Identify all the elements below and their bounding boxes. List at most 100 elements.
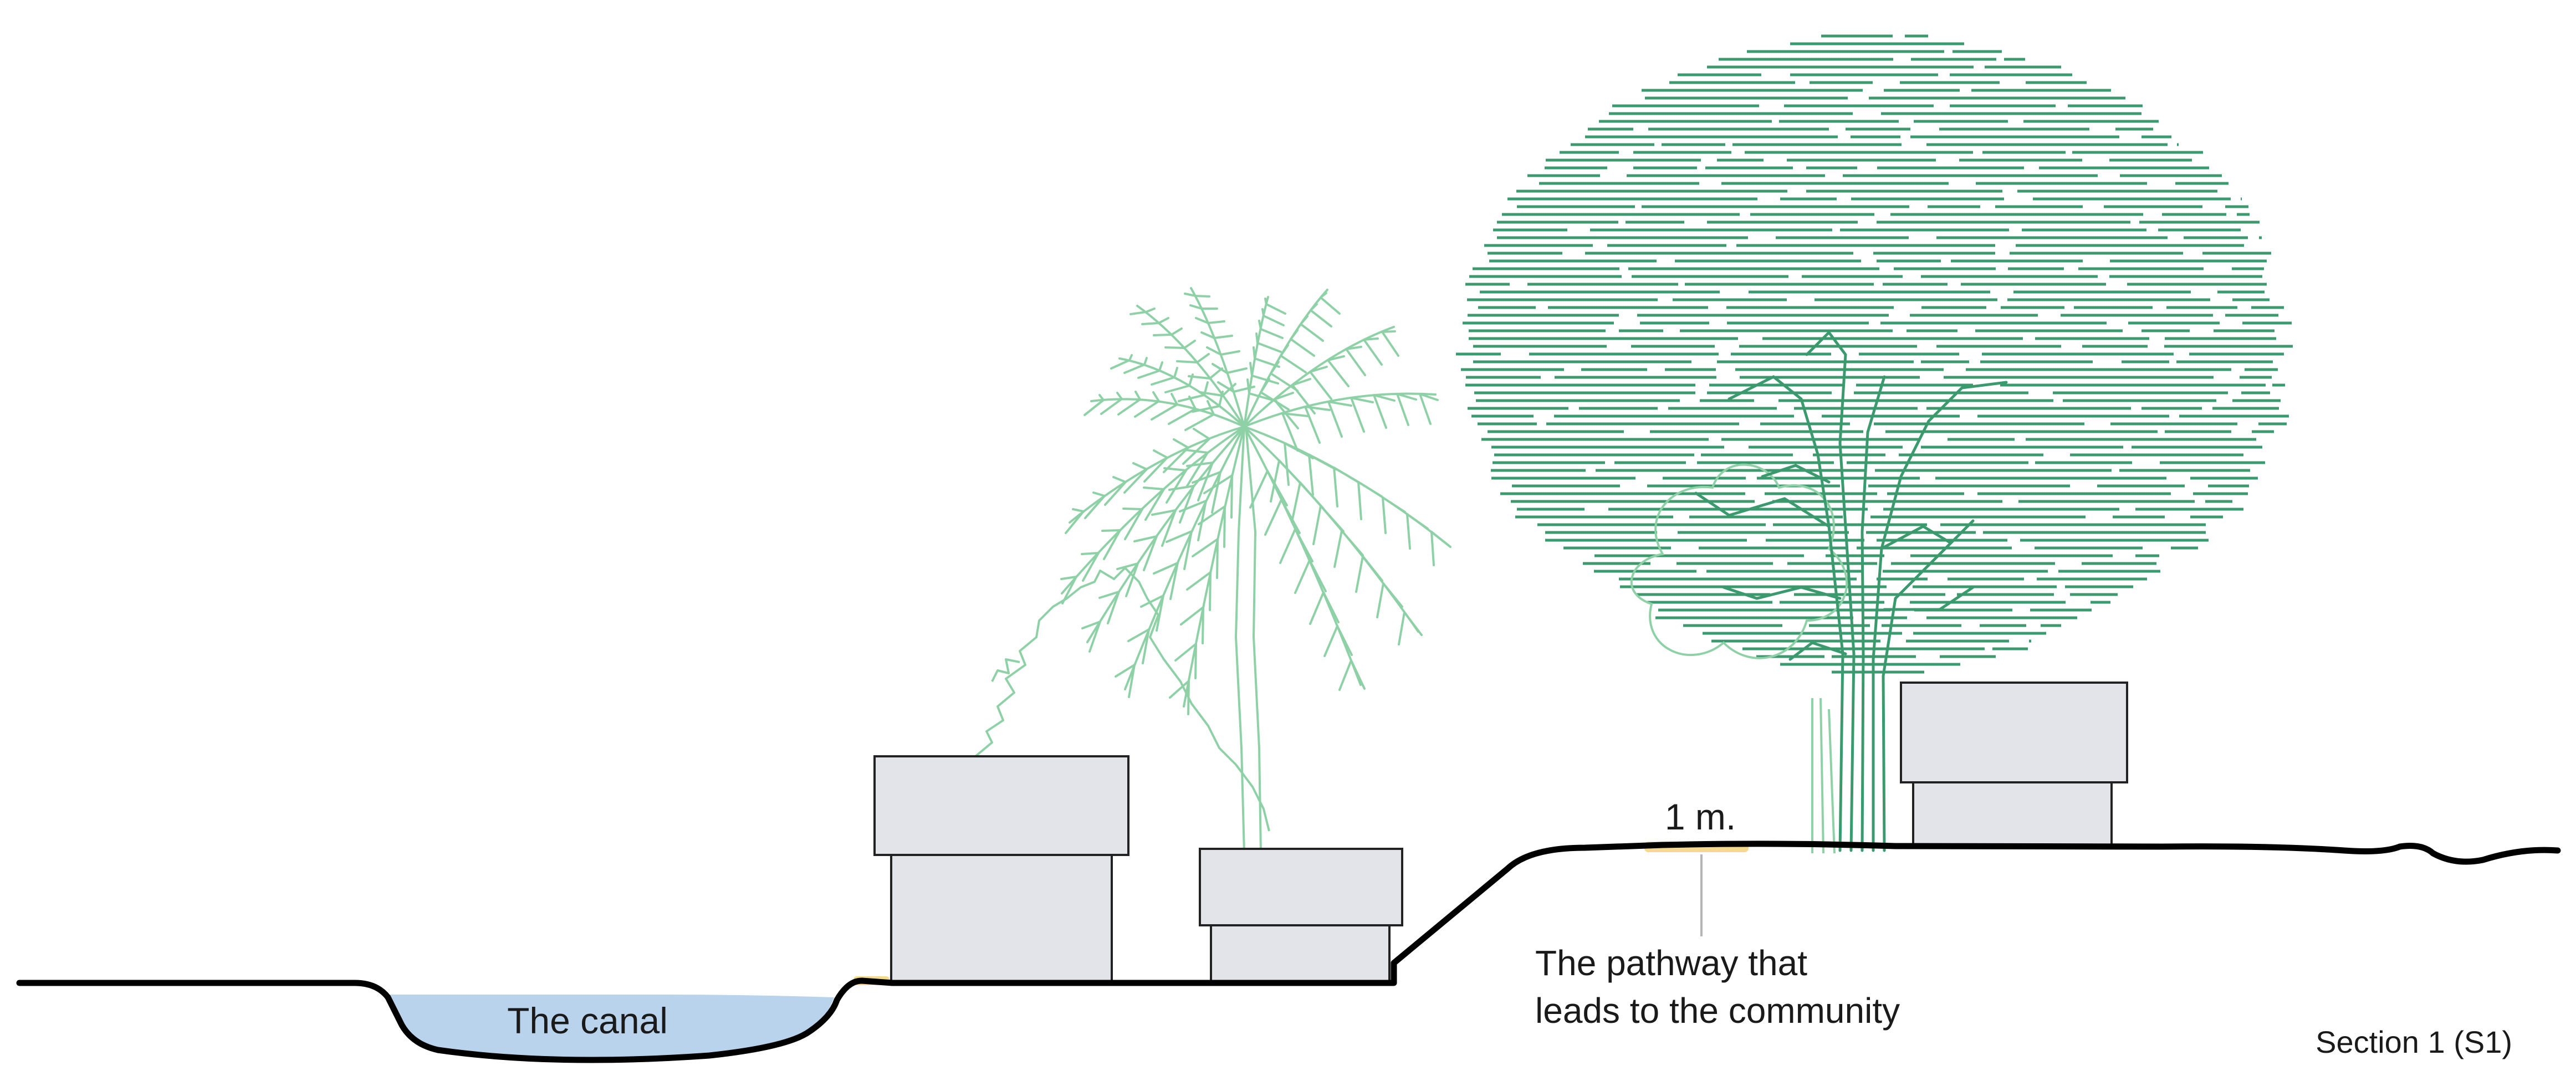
palm-leaflet <box>1158 361 1163 372</box>
palm-leaflet <box>1291 384 1316 414</box>
palm-leaflet <box>1217 381 1235 393</box>
palm-leaflet <box>1213 335 1233 339</box>
palm-leaflet <box>1279 528 1296 564</box>
palm-leaflet <box>1350 397 1365 433</box>
palm-leaflet <box>1327 401 1352 407</box>
palm-leaflet <box>1382 582 1403 608</box>
palm-leaflet <box>1156 595 1164 632</box>
palm-leaflet <box>1107 591 1120 624</box>
palm-leaflet <box>1290 338 1315 357</box>
palm-leaflet <box>1166 469 1187 504</box>
palm-leaflet <box>1304 406 1331 411</box>
palm-leaflet <box>1376 582 1384 618</box>
palm-leaflet <box>1396 393 1409 426</box>
palm-leaflet <box>1161 509 1177 547</box>
palm-leaflet <box>1212 363 1228 374</box>
palm-leaflet <box>1169 680 1190 699</box>
palm-leaflet <box>1327 401 1343 438</box>
palm-leaflet <box>1320 505 1345 532</box>
palm-leaflet <box>1281 412 1299 452</box>
palm-leaflet <box>1145 308 1156 313</box>
palm-leaflet <box>1284 442 1290 486</box>
palm-frond <box>1124 426 1245 690</box>
palm-leaflet <box>1176 360 1198 363</box>
palm-leaflet <box>1152 391 1160 402</box>
palm-frond <box>1243 426 1419 633</box>
palm-leaflet <box>1264 499 1282 536</box>
palm-leaflet <box>1355 555 1364 593</box>
palm-leaflet <box>1196 353 1210 363</box>
palm-leaflet <box>1060 576 1077 580</box>
palm-leaflet <box>1258 320 1262 330</box>
palm-leaflet <box>1123 363 1146 374</box>
palm-leaflet <box>1065 510 1085 534</box>
palm-leaflet <box>1197 500 1207 541</box>
building-left <box>873 755 1129 983</box>
ground-profile <box>16 841 2561 1063</box>
palm-leaflet <box>1291 481 1301 523</box>
palm-leaflet <box>1124 508 1143 540</box>
palm-leaflet <box>1178 394 1205 402</box>
palm-leaflet <box>1290 329 1299 340</box>
palm-leaflet <box>1406 513 1429 530</box>
palm-leaflet <box>1260 328 1284 339</box>
palm-leaflet <box>1373 394 1387 429</box>
palm-leaflet <box>1341 530 1364 556</box>
palm-leaflet <box>1336 625 1353 656</box>
palm-leaflet <box>1174 643 1197 662</box>
palm-tree-icon <box>1060 287 1451 854</box>
palm-leaflet <box>1216 538 1219 579</box>
distance-label: 1 m. <box>1665 796 1736 837</box>
palm-leaflet <box>1320 292 1327 299</box>
creeper-icon <box>974 567 1270 832</box>
palm-leaflet <box>1327 359 1350 387</box>
palm-leaflet <box>1173 367 1178 378</box>
palm-leaflet <box>1100 398 1123 415</box>
palm-leaflet <box>1151 376 1175 386</box>
section-label: Section 1 (S1) <box>2316 1024 2512 1059</box>
palm-leaflet <box>1158 317 1169 324</box>
palm-leaflet <box>1198 505 1226 525</box>
palm-leaflet <box>1143 535 1158 571</box>
palm-leaflet <box>1273 392 1294 401</box>
palm-leaflet <box>1101 529 1121 532</box>
palm-leaflet <box>1206 346 1222 356</box>
palm-leaflet <box>1171 327 1183 336</box>
palm-leaflet <box>1128 664 1136 698</box>
palm-leaflet <box>1184 293 1197 297</box>
palm-leaflet <box>1251 375 1279 385</box>
palm-leaflet <box>1189 304 1203 310</box>
palm-leaflet <box>1403 611 1423 636</box>
palm-leaflet <box>1084 495 1106 519</box>
palm-leaflet <box>1173 438 1189 449</box>
palm-leaflet <box>1382 496 1387 534</box>
palm-leaflet <box>1294 528 1313 562</box>
palm-frond <box>1061 426 1245 595</box>
palm-frond <box>1183 426 1245 708</box>
palm-leaflet <box>1143 486 1165 490</box>
palm-frond <box>1136 305 1245 428</box>
palm-leaflet <box>1291 378 1311 386</box>
palm-leaflet <box>1320 296 1341 315</box>
palm-leaflet <box>1350 397 1374 403</box>
palm-leaflet <box>1104 481 1127 506</box>
palm-leaflet <box>1345 346 1362 350</box>
canopy-tree-icon <box>1456 34 2293 674</box>
palm-leaflet <box>1322 591 1340 623</box>
palm-leaflet <box>1103 529 1121 560</box>
palm-leaflet <box>1151 403 1178 421</box>
palm-leaflet <box>1092 491 1106 497</box>
palm-leaflet <box>1300 323 1324 342</box>
palm-leaflet <box>1132 462 1148 470</box>
palm-leaflet <box>1133 535 1158 542</box>
palm-leaflet <box>1144 488 1165 521</box>
palm-leaflet <box>1116 392 1123 400</box>
palm-leaflet <box>1246 378 1250 395</box>
palm-leaflet <box>1141 322 1160 325</box>
palm-leaflet <box>1184 413 1215 431</box>
palm-leaflet <box>1300 315 1309 325</box>
palm-leaflet <box>1310 309 1332 327</box>
palm-leaflet <box>1266 470 1288 506</box>
palm-leaflet <box>1309 591 1325 625</box>
